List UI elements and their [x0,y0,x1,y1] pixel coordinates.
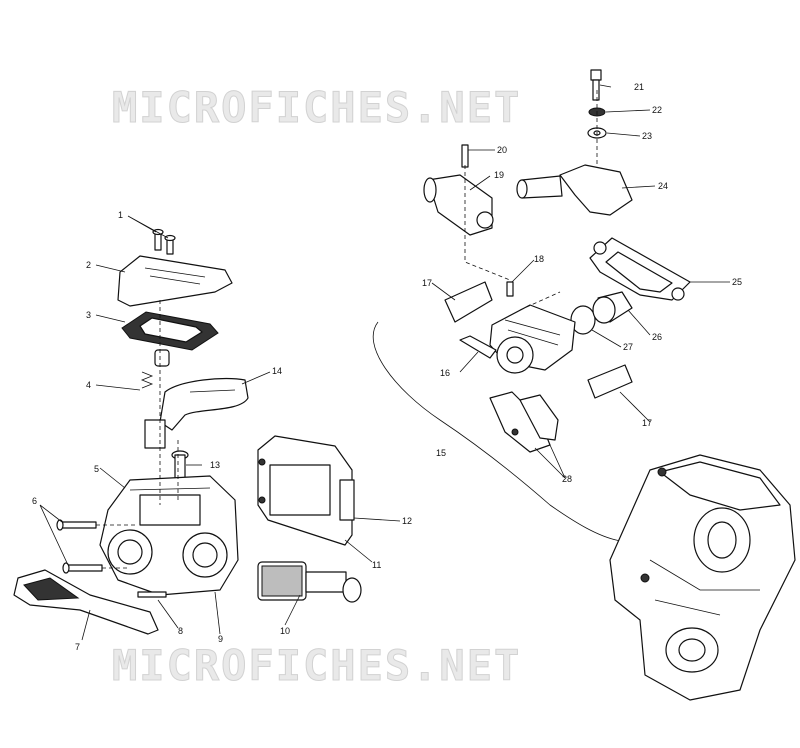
brake-pads-28 [489,391,559,453]
clamp-screws [56,519,103,574]
piston-26 [592,291,633,324]
callout-15: 15 [436,448,446,458]
crankcase [609,454,796,701]
watermark-bottom: MICROFICHES.NET [112,641,521,690]
callout-9: 9 [218,634,223,644]
callout-21: 21 [634,82,644,92]
throttle-shaft [257,561,362,603]
bracket [144,419,166,449]
callout-17-lower: 17 [642,418,652,428]
callout-20: 20 [497,145,507,155]
pad-17-upper [444,281,493,323]
callout-18: 18 [534,254,544,264]
bolt-21 [590,69,602,101]
banjo-fitting [423,174,494,236]
watermark-top: MICROFICHES.NET [112,83,521,132]
bracket-24 [516,164,633,216]
callout-10: 10 [280,626,290,636]
callout-26: 26 [652,332,662,342]
callout-13: 13 [210,460,220,470]
pad-17-lower [587,364,633,399]
callout-5: 5 [94,464,99,474]
leader-lines [39,84,730,641]
brake-lever [13,569,159,635]
callout-25: 25 [732,277,742,287]
screw-18 [506,281,514,297]
right-assembly [372,69,691,543]
callout-17-upper: 17 [422,278,432,288]
left-assembly [13,228,362,635]
callout-labels: 1 2 3 4 5 6 7 8 9 10 11 12 13 14 15 16 1… [32,82,742,652]
callout-2: 2 [86,260,91,270]
yoke-25 [589,237,691,301]
callout-4: 4 [86,380,91,390]
callout-14: 14 [272,366,282,376]
switch-housing [257,435,355,546]
caliper-body [489,304,576,374]
callout-3: 3 [86,310,91,320]
piston [154,349,170,367]
callout-8: 8 [178,626,183,636]
callout-11: 11 [372,560,381,570]
pivot-pin [171,450,189,482]
callout-22: 22 [652,105,662,115]
callout-27: 27 [623,342,633,352]
diaphragm [121,311,219,351]
callout-7: 7 [75,642,80,652]
cover-screws [152,228,176,255]
reservoir-cover [117,255,233,307]
callout-28: 28 [562,474,572,484]
callout-6: 6 [32,496,37,506]
lever-screw [137,591,167,598]
callout-24: 24 [658,181,668,191]
callout-1: 1 [118,210,123,220]
callout-12: 12 [402,516,412,526]
callout-16: 16 [440,368,450,378]
callout-19: 19 [494,170,504,180]
hose-16 [459,335,497,359]
spring [140,371,154,389]
throttle-lever [159,377,249,431]
callout-23: 23 [642,131,652,141]
bleed-screw [461,144,469,168]
master-cylinder-housing [99,475,239,596]
